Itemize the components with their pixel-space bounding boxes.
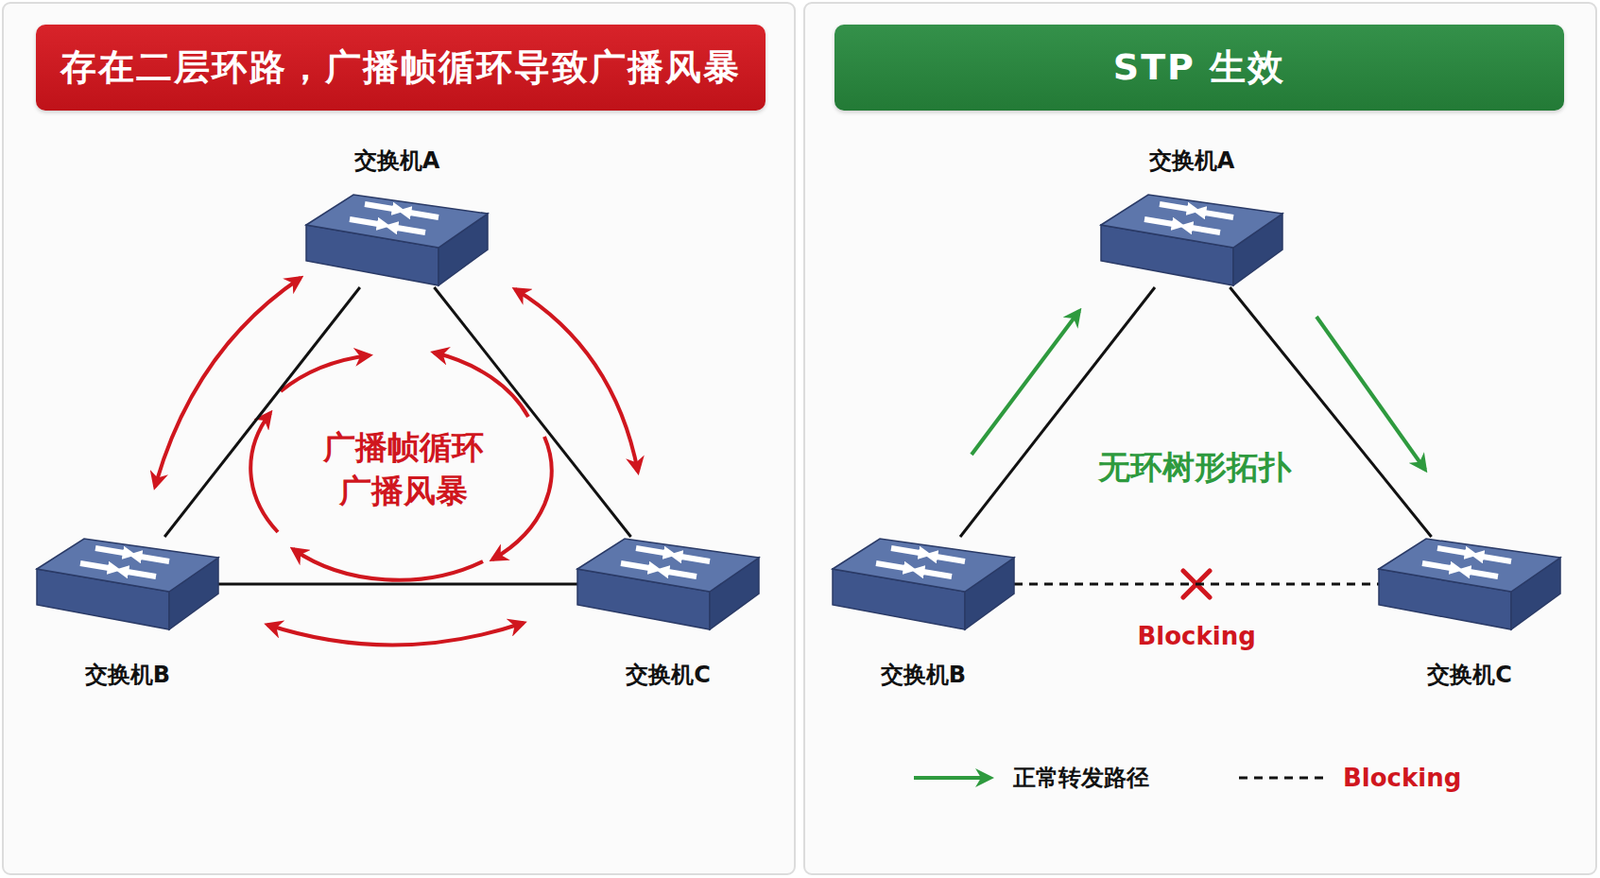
switch-icon [1378,536,1561,632]
switch-label: 交换机B [85,659,171,690]
center-note: 无环树形拓扑 [1024,446,1365,490]
switch-label: 交换机B [880,659,966,690]
title-banner: STP 生效 [834,24,1565,111]
switch-node: 交换机C [577,536,759,632]
loop-arrows [154,277,638,646]
forward-arrows [971,310,1426,470]
link-line [164,287,361,537]
legend-text: Blocking [1342,763,1462,792]
switch-icon [832,536,1015,632]
switch-node: 交换机A [1101,192,1283,288]
switch-icon [1101,192,1283,288]
banner-title: 存在二层环路，广播帧循环导致广播风暴 [60,43,741,92]
switch-icon [36,536,219,632]
center-note: 广播帧循环 广播风暴 [309,426,499,514]
block-mark [1183,570,1210,598]
switch-node: 交换机A [306,192,488,288]
switch-label: 交换机A [354,145,441,176]
switch-node: 交换机B [832,536,1015,632]
link-line [218,583,578,586]
switch-icon [577,536,759,632]
banner-title: STP 生效 [1113,43,1286,92]
switch-node: 交换机C [1378,536,1561,632]
link-line [960,287,1155,537]
left-panel [2,2,795,875]
switch-node: 交换机B [36,536,219,632]
edge-label: Blocking [1137,621,1256,651]
title-banner: 存在二层环路，广播帧循环导致广播风暴 [35,24,766,111]
right-panel [804,2,1597,875]
link-line [433,287,631,537]
link-line [1014,583,1379,586]
switch-label: 交换机C [1427,659,1513,690]
switch-icon [306,192,488,288]
switch-label: 交换机A [1149,145,1236,176]
link-line [1229,287,1431,537]
legend-text: 正常转发路径 [1013,762,1150,793]
switch-label: 交换机C [625,659,711,690]
